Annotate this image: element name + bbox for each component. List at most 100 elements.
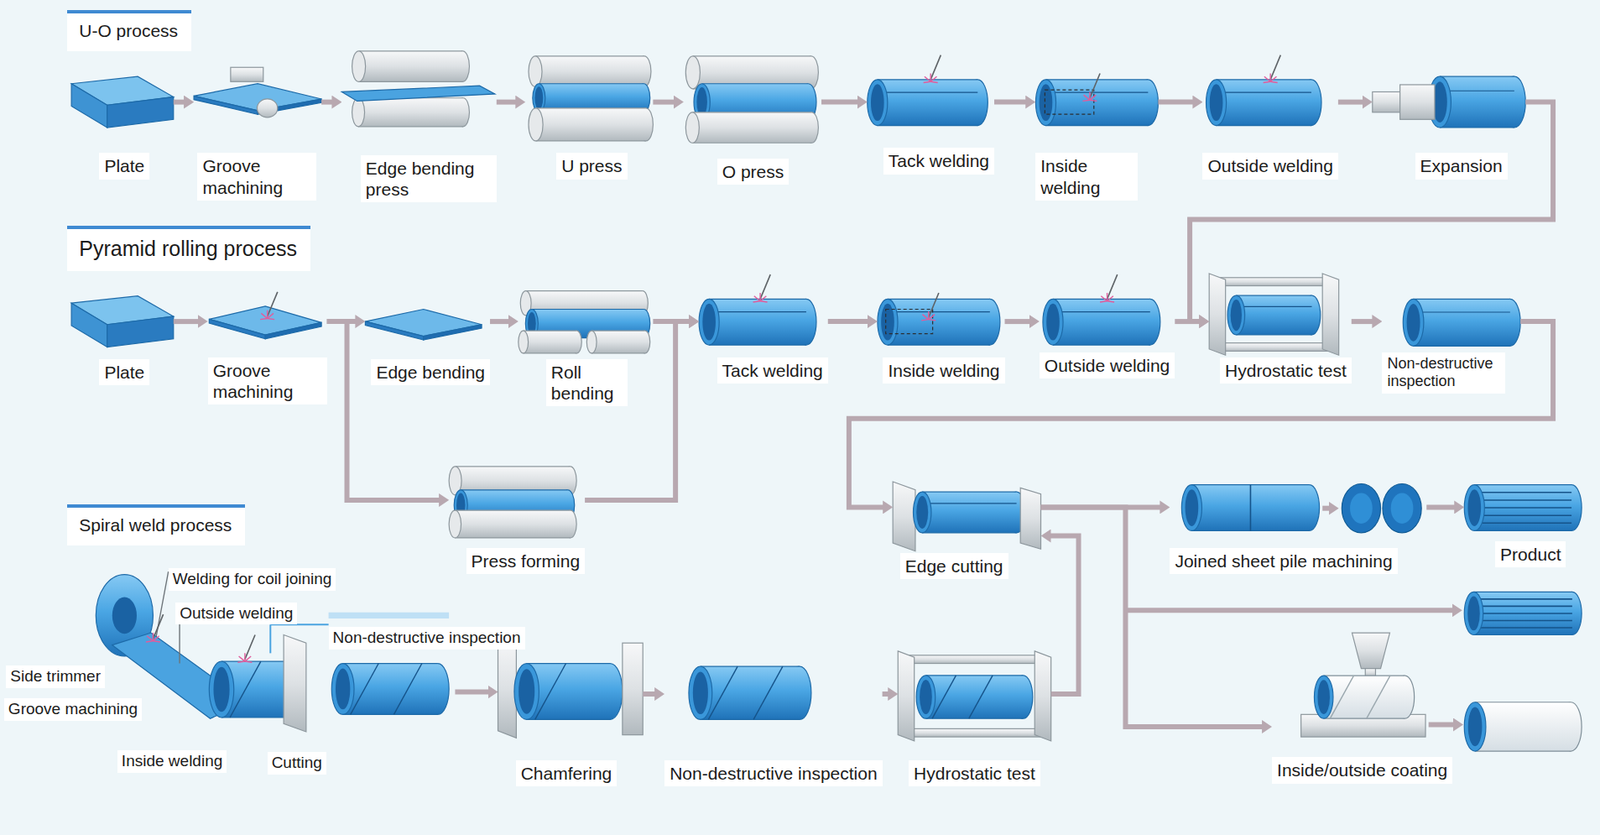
drawing-part	[193, 95, 258, 115]
process-heading: U-O process	[67, 10, 192, 52]
drawing-part	[753, 301, 761, 303]
test-frame-illustration	[897, 651, 1051, 741]
drawing-part	[1473, 605, 1572, 608]
drawing-part	[708, 666, 738, 720]
step-label: O press	[717, 158, 790, 185]
process-step: Inside/outside coating	[1271, 630, 1453, 784]
drawing-part	[455, 465, 571, 467]
drawing-part	[922, 531, 1017, 533]
drawing-part	[1473, 634, 1572, 636]
drawing-part	[1473, 620, 1572, 622]
flow-connector	[1157, 99, 1194, 105]
drawing-part	[700, 719, 800, 720]
drawing-part	[1185, 489, 1199, 527]
drawing-part	[152, 641, 161, 642]
drawing-part	[1216, 79, 1312, 126]
drawing-part	[1250, 484, 1252, 532]
welding-torch	[753, 274, 772, 303]
drawing-part	[239, 656, 245, 662]
step-label: Plate	[99, 359, 150, 386]
drawing-part	[178, 622, 180, 664]
drawing-part	[341, 85, 495, 101]
drawing-part	[1107, 274, 1118, 299]
drawing-part	[1263, 81, 1272, 83]
drawing-part	[350, 663, 379, 715]
process-step: Roll bending	[518, 288, 654, 407]
drawing-part	[454, 510, 571, 538]
step-label: Hydrostatic test	[1219, 357, 1352, 384]
drawing-part	[358, 98, 464, 127]
drawing-part	[1474, 530, 1572, 532]
drawing-part	[1473, 626, 1572, 629]
drawing-part	[1216, 78, 1312, 80]
drawing-part	[929, 73, 931, 83]
drawing-part	[523, 352, 578, 354]
drawing-part	[460, 489, 568, 490]
drawing-part	[925, 675, 1023, 719]
drawing-part	[925, 718, 1023, 720]
step-label: Non-destructive inspection	[1381, 352, 1506, 394]
drawing-part	[688, 666, 713, 720]
label-holder: Groove machining	[4, 698, 142, 721]
drawing-part	[867, 79, 888, 126]
drawing-part	[145, 641, 154, 642]
roll-illustration	[448, 510, 577, 538]
roll-illustration	[685, 112, 819, 143]
drawing-part	[283, 634, 307, 732]
drawing-part	[448, 510, 461, 538]
process-step: Expansion	[1372, 73, 1526, 180]
drawing-part	[1400, 84, 1435, 120]
callout-label: Non-destructive inspection	[328, 626, 526, 650]
drawing-part	[1474, 702, 1571, 751]
drawing-part	[928, 319, 937, 321]
drawing-part	[359, 51, 464, 82]
drawing-part	[1219, 343, 1329, 352]
welding-torch	[260, 291, 278, 320]
drawing-part	[71, 83, 108, 128]
drawing-part	[912, 491, 931, 533]
drawing-part	[454, 509, 571, 511]
drawing-part	[1372, 91, 1403, 112]
pipe-illustration	[1035, 79, 1158, 126]
step-label: U press	[556, 152, 627, 179]
drawing-part	[208, 318, 266, 339]
pipe-illustration	[532, 83, 651, 113]
drawing-part	[328, 612, 450, 619]
drawing-part	[335, 668, 350, 710]
drawing-part	[528, 108, 543, 141]
drawing-part	[1219, 92, 1311, 94]
drawing-part	[535, 663, 567, 720]
flow-arrow	[1428, 722, 1455, 728]
drawing-part	[343, 714, 438, 715]
pipe-illustration	[1464, 702, 1582, 751]
drawing-part	[213, 667, 230, 713]
flow-connector	[821, 99, 860, 105]
drawing-part	[535, 55, 645, 57]
flow-connector	[1338, 99, 1365, 105]
step-label: Expansion	[1415, 152, 1508, 179]
drawing-part	[1235, 295, 1312, 297]
step-label: Edge bending press	[360, 155, 497, 203]
step-label: Chamfering	[515, 760, 618, 787]
process-step: Chamfering	[498, 632, 644, 787]
flow-connector	[1189, 102, 1554, 322]
drawing-part	[1391, 492, 1414, 523]
drawing-part	[1323, 718, 1406, 720]
flow-connector	[882, 691, 891, 697]
drawing-part	[256, 99, 277, 118]
flow-connector	[849, 321, 1554, 507]
process-step: Plate	[67, 76, 173, 179]
drawing-part	[1052, 343, 1151, 345]
drawing-part	[1046, 303, 1060, 341]
drawing-part	[924, 76, 931, 82]
plate-illustration	[71, 76, 174, 128]
drawing-part	[928, 314, 935, 320]
process-step: Inside welding	[877, 293, 1006, 384]
drawing-part	[693, 55, 812, 57]
drawing-part	[907, 655, 1041, 664]
drawing-part	[260, 317, 268, 319]
drawing-part	[1341, 483, 1381, 532]
drawing-part	[922, 491, 1017, 493]
inside-welding-arm	[1044, 89, 1094, 115]
drawing-part	[877, 125, 978, 126]
